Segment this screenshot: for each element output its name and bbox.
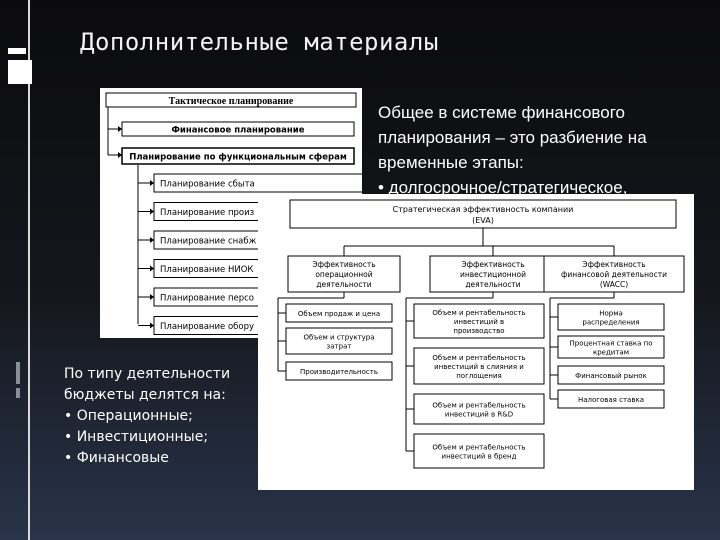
eva-item-line: инвестиций в — [454, 318, 504, 326]
eva-item-line: поглощения — [456, 372, 502, 380]
eva-item-line: Объем и рентабельность — [432, 354, 525, 362]
eva-item-box — [557, 389, 665, 409]
eva-column-header-line: (WACC) — [600, 280, 628, 289]
eva-item-box — [285, 327, 393, 355]
eva-item-line: Процентная ставка по — [570, 340, 653, 348]
eva-item-box — [557, 365, 665, 385]
eva-item-line: инвестиций в R&D — [445, 411, 513, 419]
eva-item-box — [285, 361, 393, 381]
eva-item-box — [413, 347, 545, 385]
eva-item-line: кредитам — [593, 349, 629, 357]
eva-diagram: Стратегическая эффективность компании (E… — [258, 194, 694, 490]
right-text-line: • долгосрочное/стратегическое, — [378, 178, 628, 197]
eva-item-line: инвестиций в слияния и — [434, 363, 524, 371]
eva-column-header-line: Эффективность — [582, 260, 645, 269]
eva-column-header-line: Эффективность — [312, 260, 375, 269]
eva-item-box — [557, 303, 665, 331]
tactical-level2: Планирование по функциональным сферам — [129, 153, 347, 163]
eva-item-line: Объем продаж и цена — [298, 310, 380, 318]
eva-item-box — [413, 393, 545, 425]
eva-item-line: Объем и рентабельность — [432, 444, 525, 452]
left-text-line: • Инвестиционные; — [64, 429, 209, 445]
eva-item-line: производство — [453, 327, 504, 335]
decor-bar — [8, 48, 26, 54]
eva-column-header-line: финансовой деятельности — [561, 270, 667, 279]
eva-root-line2: (EVA) — [472, 216, 494, 225]
eva-item-line: затрат — [327, 343, 352, 351]
right-text-line: планирования – это разбиение на — [378, 128, 647, 147]
decor-bar — [16, 362, 20, 384]
right-text-block: Общее в системе финансового планирования… — [378, 100, 678, 200]
tactical-level1: Финансовое планирование — [172, 126, 305, 136]
eva-column-header-line: деятельности — [465, 280, 520, 289]
left-accent-rule — [28, 0, 30, 540]
right-text-line: Общее в системе финансового — [378, 103, 625, 122]
eva-item-line: Налоговая ставка — [578, 396, 644, 404]
eva-column-header-line: инвестиционной — [460, 270, 526, 279]
eva-column-header-line: операционной — [315, 270, 372, 279]
eva-item-box — [285, 303, 393, 323]
eva-column-header — [429, 255, 557, 293]
left-text-line: бюджеты делятся на: — [64, 387, 226, 403]
eva-root-line1: Стратегическая эффективность компании — [393, 205, 574, 214]
tactical-header: Тактическое планирование — [169, 96, 294, 107]
decor-bar — [16, 388, 20, 398]
left-text-line: • Финансовые — [64, 450, 169, 466]
left-text-line: По типу деятельности — [64, 366, 231, 382]
tactical-item-label: Планирование обору — [160, 322, 254, 332]
decor-square — [8, 60, 32, 84]
eva-item-line: Объем и рентабельность — [432, 309, 525, 317]
eva-item-box — [413, 303, 545, 339]
tactical-item-label: Планирование сбыта — [160, 180, 255, 190]
eva-item-line: Объем и рентабельность — [432, 402, 525, 410]
tactical-item-box — [153, 173, 362, 193]
tactical-item-label: Планирование НИОК — [160, 265, 253, 275]
eva-item-line: распределения — [582, 319, 639, 327]
eva-item-line: Объем и структура — [303, 334, 374, 342]
eva-item-line: Производительность — [300, 368, 378, 376]
tactical-item-label: Планирование произ — [160, 208, 255, 218]
eva-column-header-line: Эффективность — [461, 260, 524, 269]
eva-item-line: Финансовый рынок — [575, 372, 647, 380]
eva-column-header — [287, 255, 401, 293]
eva-item-line: Норма — [599, 310, 623, 318]
tactical-item-label: Планирование персо — [160, 294, 254, 304]
right-text-line: временные этапы: — [378, 153, 524, 172]
eva-column-header-line: деятельности — [316, 280, 371, 289]
left-text-line: • Операционные; — [64, 408, 193, 424]
left-text-block: По типу деятельности бюджеты делятся на:… — [64, 364, 254, 469]
eva-column-header — [543, 255, 685, 293]
eva-item-box — [557, 335, 665, 359]
eva-item-line: инвестиций в бренд — [442, 453, 517, 461]
eva-item-box — [413, 433, 545, 469]
slide-title: Дополнительные материалы — [80, 28, 439, 56]
tactical-item-label: Планирование снабж — [160, 237, 257, 247]
